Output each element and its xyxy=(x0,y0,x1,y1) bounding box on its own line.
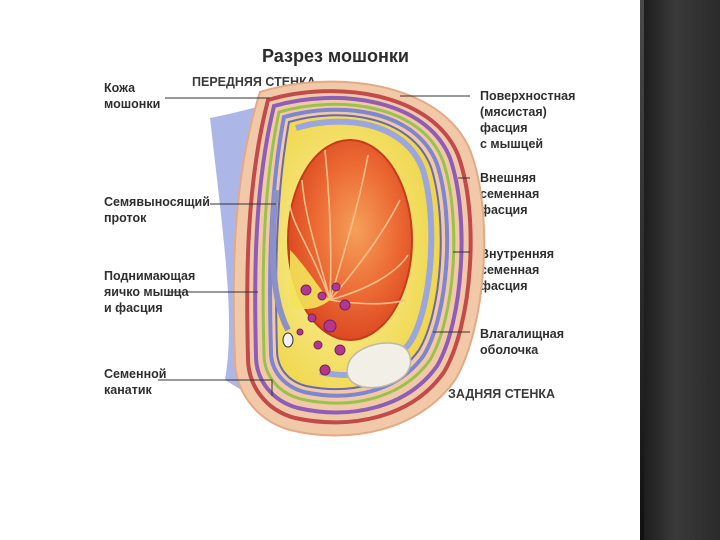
vas-deferens-lumen xyxy=(283,333,293,347)
testis xyxy=(288,140,412,340)
